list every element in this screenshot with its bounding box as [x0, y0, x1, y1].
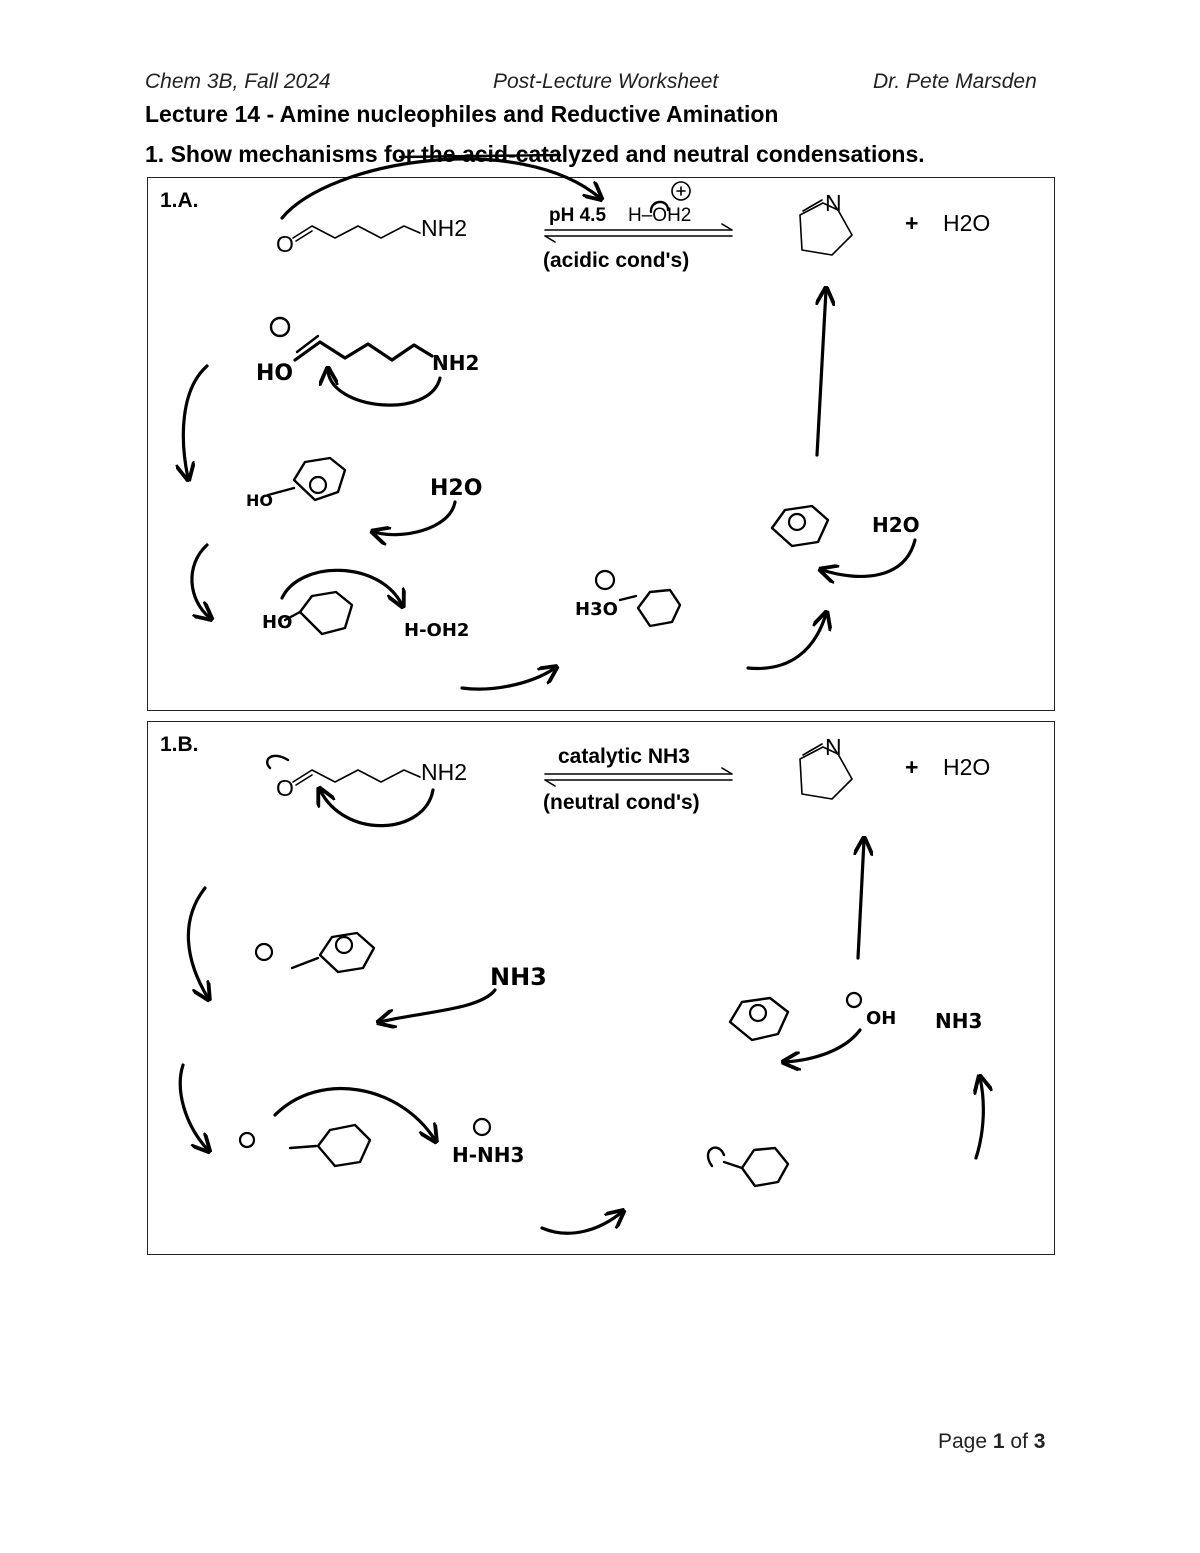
part-a-conditions-label: (acidic cond's)	[543, 249, 690, 272]
part-a-product-ring	[799, 202, 853, 256]
part-b-final-arrow	[858, 840, 864, 960]
part-a-conditions-ph: pH 4.5	[549, 205, 607, 226]
part-b-plus: +	[905, 754, 919, 780]
part-a-step-arrow-3	[460, 668, 555, 691]
part-a-water: H2O	[943, 210, 991, 236]
part-a-plus-charge-circle	[671, 181, 691, 201]
hw-a-h3o: H3O	[575, 599, 618, 620]
part-a-intermediate5-ring	[770, 504, 830, 548]
instructor-header: Dr. Pete Marsden	[873, 70, 1037, 93]
part-a-reactant-chain	[292, 225, 421, 239]
part-b-label: 1.B.	[160, 733, 199, 756]
part-a-step-arrow-1	[183, 364, 209, 478]
hw-a-nh2: NH2	[432, 351, 479, 375]
part-a-intermediate3-ring	[298, 590, 354, 636]
part-a-deprotonation-arrow	[822, 538, 917, 576]
hw-a-ho-3: HO	[262, 612, 292, 633]
hw-b-oh: OH	[866, 1008, 896, 1029]
part-b-cyclize-arrow	[320, 790, 435, 828]
part-b-intermediate3-ring	[740, 1146, 790, 1188]
part-b-reactant-chain	[292, 769, 421, 783]
hw-a-h2o-1: H2O	[430, 476, 482, 501]
part-b-step-arrow-1	[186, 886, 208, 998]
part-b-intermediate1-ring	[318, 931, 376, 974]
part-b-reactant-amine: NH2	[421, 759, 468, 785]
part-a-curved-arrow-top	[280, 157, 600, 220]
part-b-equilibrium-arrow	[544, 767, 733, 787]
part-b-step-arrow-3	[540, 1212, 622, 1235]
lecture-title: Lecture 14 - Amine nucleophiles and Redu…	[145, 101, 779, 127]
part-a-equilibrium-arrow	[544, 223, 733, 243]
part-b-conditions-catalyst: catalytic NH3	[558, 745, 690, 768]
hw-a-h2o-2: H2O	[872, 513, 920, 537]
hw-a-ho-2: HO	[246, 491, 273, 510]
part-b-step-arrow-2	[178, 1063, 208, 1150]
question-text: 1. Show mechanisms for the acid-catalyze…	[145, 141, 925, 167]
part-b-protonation-arrow	[273, 1086, 435, 1140]
part-a-proton-transfer-arrow	[374, 500, 457, 535]
part-b-reactant-oxygen: O	[276, 775, 294, 801]
part-b-step-arrow-4	[976, 1078, 983, 1160]
worksheet-header: Post-Lecture Worksheet	[493, 70, 719, 93]
part-b-box	[147, 721, 1055, 1255]
part-b-product-ring	[799, 746, 853, 800]
part-a-final-arrow	[815, 290, 826, 457]
hw-b-nh3-1: NH3	[490, 963, 547, 991]
hw-a-hoh2: H-OH2	[404, 620, 469, 641]
part-a-protonation-arrow	[280, 568, 402, 605]
part-a-intermediate2-ring	[292, 456, 347, 502]
page-number: Page 1 of 3	[938, 1430, 1046, 1453]
part-b-hydroxide-arrow	[785, 1028, 862, 1062]
part-b-conditions-label: (neutral cond's)	[543, 791, 700, 814]
part-a-intermediate1-chain	[293, 340, 434, 362]
part-a-reagent: H–OH2	[628, 205, 692, 226]
part-b-deprotonation-arrow	[380, 988, 497, 1022]
part-a-strike-through	[398, 153, 562, 159]
course-header: Chem 3B, Fall 2024	[145, 70, 331, 93]
part-b-intermediate4-ring	[728, 996, 790, 1042]
part-a-step-arrow-2	[190, 543, 210, 618]
part-b-intermediate2-ring	[316, 1123, 372, 1168]
part-a-box	[147, 177, 1055, 711]
part-a-label: 1.A.	[160, 189, 199, 212]
hw-b-hnh3: H-NH3	[452, 1143, 524, 1167]
part-a-reactant-oxygen: O	[276, 231, 294, 257]
part-a-intermediate4-ring	[636, 588, 682, 628]
part-a-step-arrow-4	[746, 614, 826, 671]
hw-b-nh3-2: NH3	[935, 1009, 982, 1033]
part-a-cyclize-arrow	[328, 370, 442, 407]
part-a-reactant-amine: NH2	[421, 215, 468, 241]
hw-a-ho-1: HO	[256, 361, 293, 386]
part-a-plus: +	[905, 210, 919, 236]
part-b-water: H2O	[943, 754, 991, 780]
